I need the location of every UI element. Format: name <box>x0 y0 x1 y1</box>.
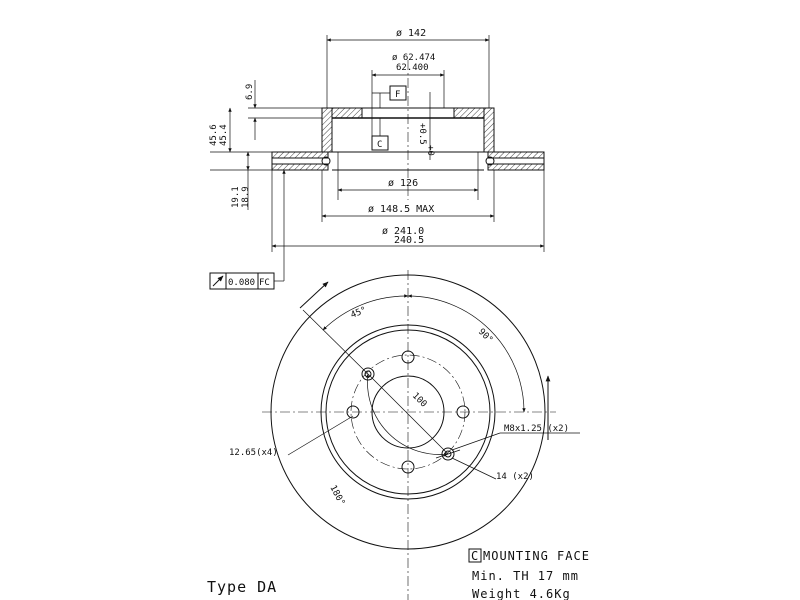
thickness-min: 18.9 <box>241 186 251 208</box>
thread-callout: M8x1.25 (x2) <box>504 424 569 434</box>
type-label: Type DA <box>207 578 277 596</box>
legend-datum-box <box>468 548 482 563</box>
datum-c: C <box>377 140 382 150</box>
disc-outer-edge <box>270 274 546 550</box>
counterbore-callout: 14 (x2) <box>496 472 534 482</box>
total-height-min: 45.4 <box>219 124 229 146</box>
disc-diameter-min: 240.5 <box>394 235 424 246</box>
bolt-hole <box>346 405 360 419</box>
tolerance-minus: +0 <box>425 145 435 156</box>
angle-180-label: 180° <box>327 484 346 508</box>
weight-label: Weight 4.6Kg <box>472 587 571 600</box>
runout-arrow-icon <box>212 275 224 287</box>
pcd-label: 100 <box>410 391 429 410</box>
angle-90-label: 90° <box>476 327 495 346</box>
rotation-arrow-icon <box>299 281 329 309</box>
thickness-max: 19.1 <box>231 186 241 208</box>
plan-view: 45° 90° 180° 100 12.65(x4) M8x1.25 (x2) … <box>229 270 580 600</box>
legend-datum: C <box>471 549 479 563</box>
legend: C MOUNTING FACE Min. TH 17 mm Weight 4.6… <box>468 548 590 600</box>
hat-max-diameter-label: ø 148.5 MAX <box>368 204 434 215</box>
section-view: ø 62.474 62.400 ø 142 F C +0.5 +0 6.9 45… <box>209 28 545 290</box>
mounting-face-label: MOUNTING FACE <box>483 549 590 563</box>
inner-diameter-label: ø 126 <box>388 178 418 189</box>
min-thickness-label: Min. TH 17 mm <box>472 569 579 583</box>
runout-tolerance: 0.080 FC <box>209 169 286 290</box>
pilot-diameter-min: 62.400 <box>396 63 429 73</box>
runout-datum: FC <box>259 278 270 288</box>
hat-height: 6.9 <box>245 84 255 100</box>
pilot-diameter-max: ø 62.474 <box>392 53 435 63</box>
tolerance-plus: +0.5 <box>417 123 427 145</box>
disc-diameter-max: ø 241.0 <box>382 226 424 237</box>
disc-band <box>271 151 545 171</box>
runout-value: 0.080 <box>228 278 255 288</box>
total-height-max: 45.6 <box>209 124 219 146</box>
hat-diameter-label: ø 142 <box>396 28 426 39</box>
angle-45-label: 45° <box>349 305 368 320</box>
hat-profile <box>321 107 495 153</box>
datum-f: F <box>395 90 400 100</box>
bolt-hole <box>401 460 415 474</box>
hole-callout: 12.65(x4) <box>229 448 278 458</box>
